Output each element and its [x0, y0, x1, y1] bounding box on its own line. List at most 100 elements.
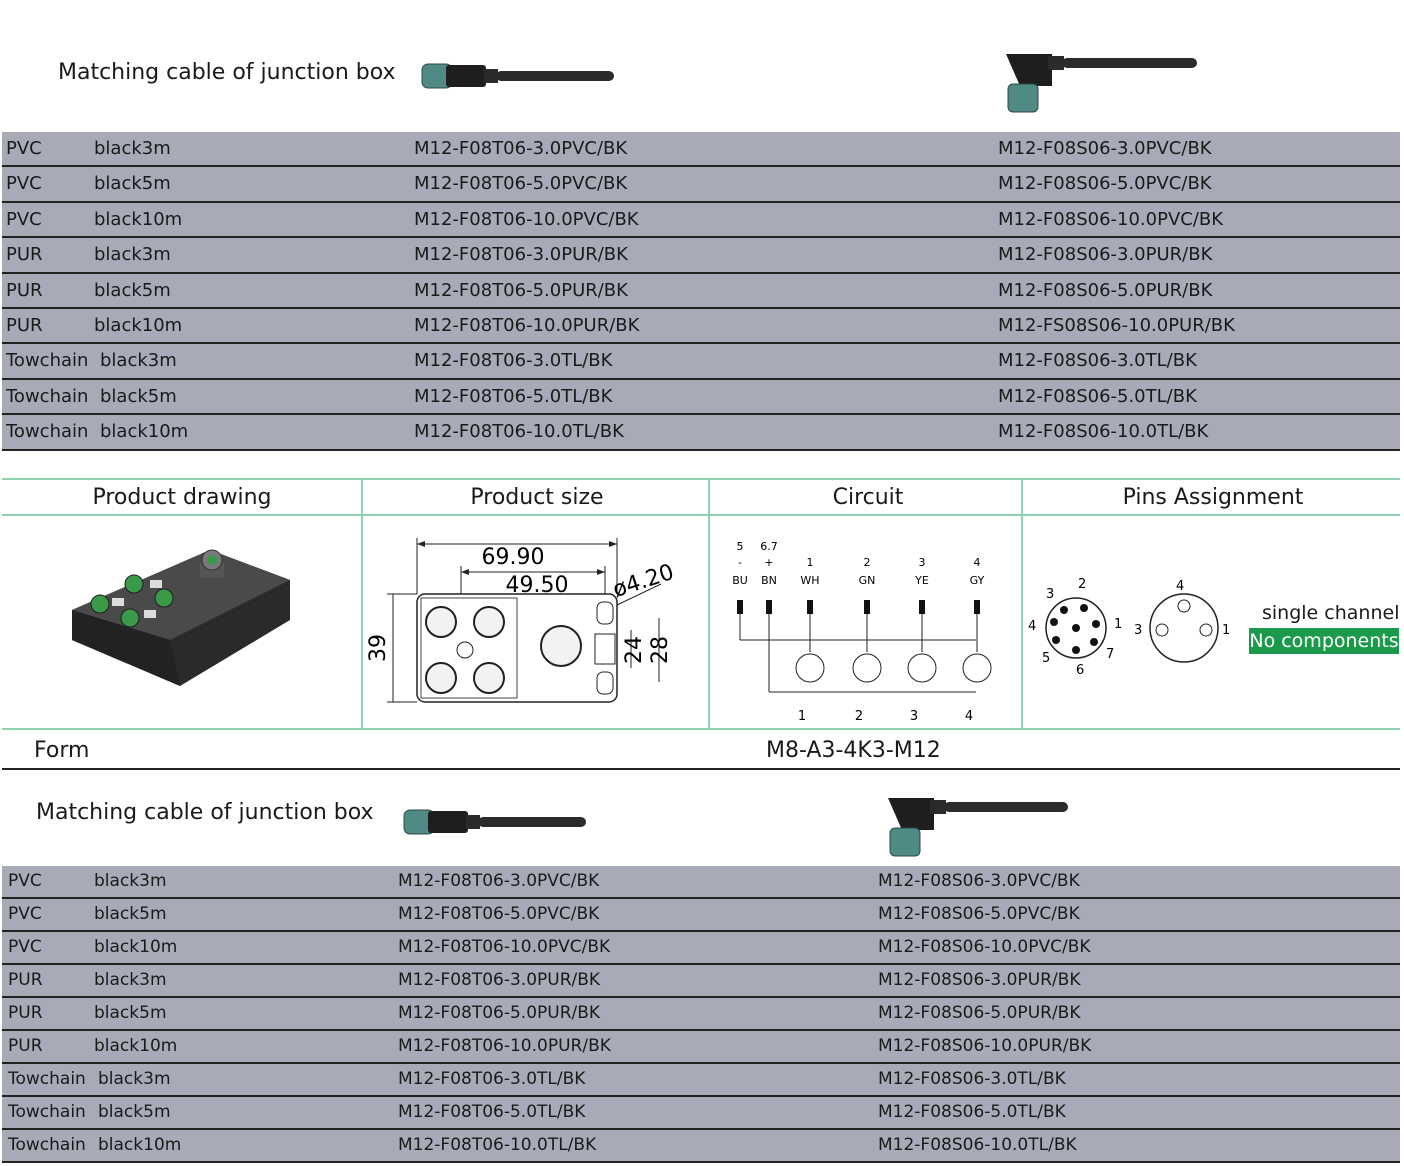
cell-material: PUR: [8, 1003, 43, 1023]
table-row: PVC black5m M12-F08T06-5.0PVC/BK M12-F08S06…: [2, 899, 1400, 932]
cell-angled: M12-F08S06-10.0TL/BK: [998, 421, 1209, 443]
cell-material: Towchain: [6, 421, 89, 443]
cell-straight: M12-F08T06-10.0PVC/BK: [414, 208, 639, 230]
circuit-pin-number: 5: [737, 540, 744, 553]
cell-material: Towchain: [6, 350, 89, 372]
svg-text:1: 1: [1222, 623, 1230, 638]
svg-text:5: 5: [1042, 651, 1050, 666]
table-row: Towchain black5m M12-F08T06-5.0TL/BK M12-F0…: [2, 1097, 1400, 1130]
cell-material: Towchain: [8, 1069, 86, 1089]
circuit-wire-color: GN: [859, 574, 876, 587]
cell-angled: M12-F08S06-10.0PUR/BK: [878, 1036, 1092, 1056]
cell-straight: M12-F08T06-3.0PVC/BK: [398, 871, 600, 891]
cell-length: black5m: [98, 1102, 171, 1122]
circuit-wire-color: YE: [914, 574, 929, 587]
cell-length: black5m: [100, 385, 177, 407]
cell-length: black3m: [100, 350, 177, 372]
cell-length: black10m: [94, 1036, 178, 1056]
angled-cable-image: [1006, 54, 1197, 113]
cell-length: black3m: [94, 871, 167, 891]
cell-length: black5m: [94, 279, 171, 301]
cell-length: black10m: [98, 1135, 182, 1155]
cell-straight: M12-F08T06-5.0PVC/BK: [398, 904, 600, 924]
dim-hole: ø4.20: [610, 560, 677, 603]
cell-angled: M12-F08S06-3.0PUR/BK: [878, 970, 1081, 990]
circuit-port-number: 3: [910, 709, 918, 724]
form-row: Form M8-A3-4K3-M12: [2, 728, 1400, 770]
cell-length: black10m: [94, 208, 183, 230]
cell-material: Towchain: [8, 1135, 86, 1155]
cell-material: Towchain: [6, 385, 89, 407]
svg-text:4: 4: [1176, 579, 1184, 594]
dim-height: 39: [366, 634, 391, 662]
cell-angled: M12-F08S06-3.0TL/BK: [878, 1069, 1066, 1089]
header-product-drawing: Product drawing: [92, 485, 272, 510]
cell-straight: M12-F08T06-10.0TL/BK: [414, 421, 624, 443]
header-pins-assignment: Pins Assignment: [1122, 485, 1304, 510]
cell-angled: M12-F08S06-10.0TL/BK: [878, 1135, 1077, 1155]
form-value: M8-A3-4K3-M12: [766, 738, 941, 763]
cell-straight: M12-F08T06-3.0TL/BK: [414, 350, 613, 372]
cell-material: PVC: [8, 904, 42, 924]
cell-material: PVC: [8, 937, 42, 957]
cell-length: black5m: [94, 173, 171, 195]
table-row: PVC black5m M12-F08T06-5.0PVC/BK M12-F08S06…: [2, 167, 1400, 203]
cell-angled: M12-F08S06-10.0PVC/BK: [878, 937, 1091, 957]
dim-width-outer: 69.90: [482, 545, 545, 570]
cell-length: black3m: [94, 138, 171, 159]
cell-length: black10m: [94, 937, 178, 957]
straight-cable-image: [421, 63, 614, 89]
cell-angled: M12-F08S06-5.0PVC/BK: [878, 904, 1080, 924]
circuit-port-number: 4: [965, 709, 973, 724]
cell-angled: M12-F08S06-3.0PUR/BK: [998, 244, 1213, 266]
cell-straight: M12-F08T06-5.0TL/BK: [414, 385, 613, 407]
svg-text:3: 3: [1134, 623, 1142, 638]
cell-angled: M12-F08S06-3.0PVC/BK: [998, 138, 1212, 159]
cell-material: PVC: [6, 173, 42, 195]
cell-length: black3m: [94, 970, 167, 990]
cell-length: black10m: [100, 421, 189, 443]
circuit-wire-color: BU: [732, 574, 748, 587]
cell-angled: M12-F08S06-5.0TL/BK: [878, 1102, 1066, 1122]
angled-cable-image: [888, 798, 1068, 857]
section1-title: Matching cable of junction box: [58, 60, 396, 85]
header-circuit: Circuit: [832, 485, 904, 510]
circuit-pin-number: 3: [919, 556, 926, 569]
cell-straight: M12-F08T06-5.0PVC/BK: [414, 173, 628, 195]
cell-straight: M12-F08T06-5.0TL/BK: [398, 1102, 586, 1122]
cell-length: black5m: [94, 1003, 167, 1023]
cell-material: PUR: [6, 279, 43, 301]
product-header-row: Product drawing Product size Circuit Pin…: [2, 478, 1400, 516]
cell-material: PVC: [6, 138, 42, 159]
circuit-polarity-sign: -: [738, 556, 742, 569]
circuit-port-number: 1: [798, 709, 806, 724]
cell-material: PVC: [8, 871, 42, 891]
cell-straight: M12-F08T06-10.0PUR/BK: [414, 315, 640, 336]
cell-straight: M12-F08T06-10.0PUR/BK: [398, 1036, 611, 1056]
cell-length: black10m: [94, 315, 183, 336]
circuit-wire-color: BN: [761, 574, 777, 587]
cell-angled: M12-F08S06-5.0PVC/BK: [998, 173, 1212, 195]
cell-length: black5m: [94, 904, 167, 924]
dim-h24: 24: [622, 636, 647, 664]
cell-angled: M12-FS08S06-10.0PUR/BK: [998, 315, 1235, 336]
circuit-wire-color: GY: [970, 574, 985, 587]
cell-straight: M12-F08T06-3.0PUR/BK: [414, 244, 628, 266]
cell-material: PVC: [6, 208, 42, 230]
cell-angled: M12-F08S06-5.0PUR/BK: [878, 1003, 1081, 1023]
svg-text:6: 6: [1076, 663, 1084, 678]
cell-material: Towchain: [8, 1102, 86, 1122]
circuit-wire-color: WH: [800, 574, 819, 587]
cell-straight: M12-F08T06-3.0PVC/BK: [414, 138, 628, 159]
svg-text:2: 2: [1078, 577, 1086, 592]
